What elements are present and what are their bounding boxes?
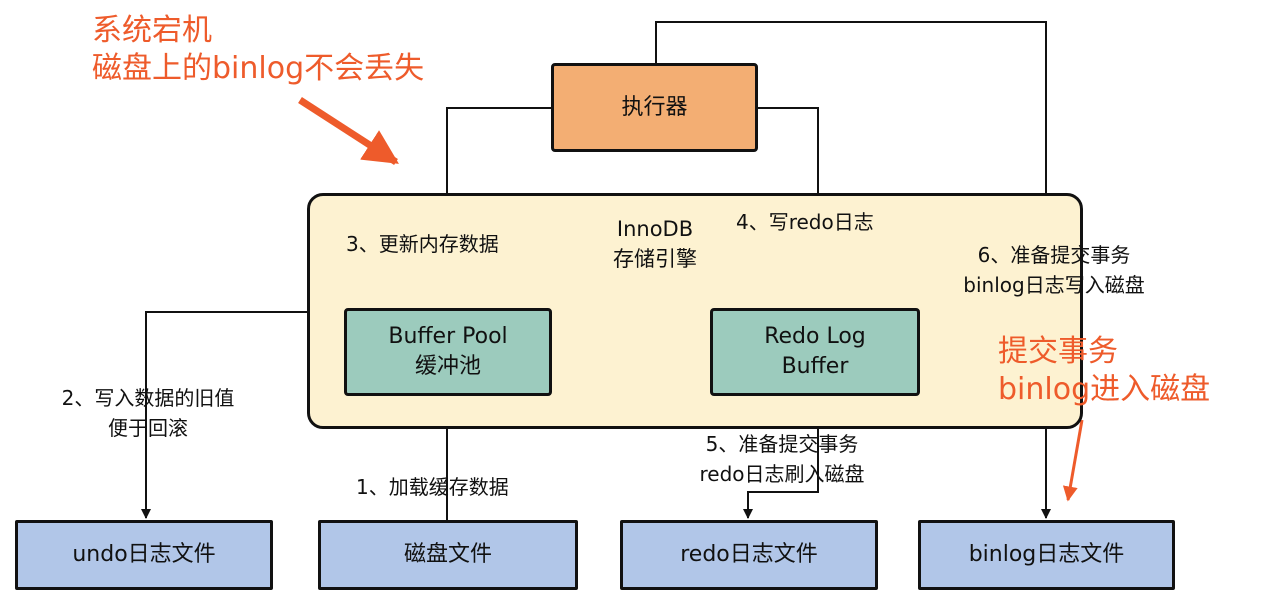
commit-annotation-line1: 提交事务 [998,334,1118,369]
executor-label: 执行器 [621,94,688,120]
step-5-line1: 5、准备提交事务 [705,432,859,456]
engine-label: InnoDB 存储引擎 [590,214,720,274]
commit-annotation-arrow [1062,419,1084,502]
step-2-line1: 2、写入数据的旧值 [61,386,235,410]
binlog-file-box: binlog日志文件 [918,520,1175,590]
commit-annotation: 提交事务 binlog进入磁盘 [998,333,1210,409]
step-6-label: 6、准备提交事务 binlog日志写入磁盘 [938,240,1170,300]
disk-file-box: 磁盘文件 [318,520,578,590]
connector-redo-buffer-to-redo-file [743,394,819,519]
crash-annotation: 系统宕机 磁盘上的binlog不会丢失 [92,12,424,88]
step-2-label: 2、写入数据的旧值 便于回滚 [28,383,268,443]
crash-annotation-line1: 系统宕机 [92,13,212,48]
crash-annotation-line2: 磁盘上的binlog不会丢失 [92,51,425,86]
undo-log-file-box: undo日志文件 [15,520,273,590]
redo-log-buffer-box: Redo Log Buffer [710,308,920,396]
redo-log-buffer-line2: Buffer [781,354,849,379]
redo-log-file-label: redo日志文件 [680,542,818,567]
redo-log-buffer-line1: Redo Log [764,324,866,349]
connector-engine-to-undo-file [141,311,309,519]
executor-box: 执行器 [551,63,758,152]
step-4-label: 4、写redo日志 [736,210,874,234]
redo-log-file-box: redo日志文件 [620,520,878,590]
commit-annotation-line2: binlog进入磁盘 [998,372,1211,407]
step-6-line1: 6、准备提交事务 [977,243,1131,267]
undo-log-file-label: undo日志文件 [72,542,216,567]
buffer-pool-box: Buffer Pool 缓冲池 [344,308,552,396]
step-5-line2: redo日志刷入磁盘 [699,462,865,486]
step-3-label: 3、更新内存数据 [346,232,499,256]
step-2-line2: 便于回滚 [108,416,188,440]
engine-label-line1: InnoDB [616,217,694,241]
step-5-label: 5、准备提交事务 redo日志刷入磁盘 [676,429,888,489]
step-1-label: 1、加载缓存数据 [356,475,509,499]
binlog-file-label: binlog日志文件 [968,542,1125,567]
buffer-pool-line1: Buffer Pool [388,324,508,349]
engine-label-line2: 存储引擎 [613,247,697,271]
disk-file-label: 磁盘文件 [403,542,492,567]
crash-annotation-arrow [298,97,399,165]
buffer-pool-line2: 缓冲池 [414,354,481,379]
step-6-line2: binlog日志写入磁盘 [963,273,1145,297]
